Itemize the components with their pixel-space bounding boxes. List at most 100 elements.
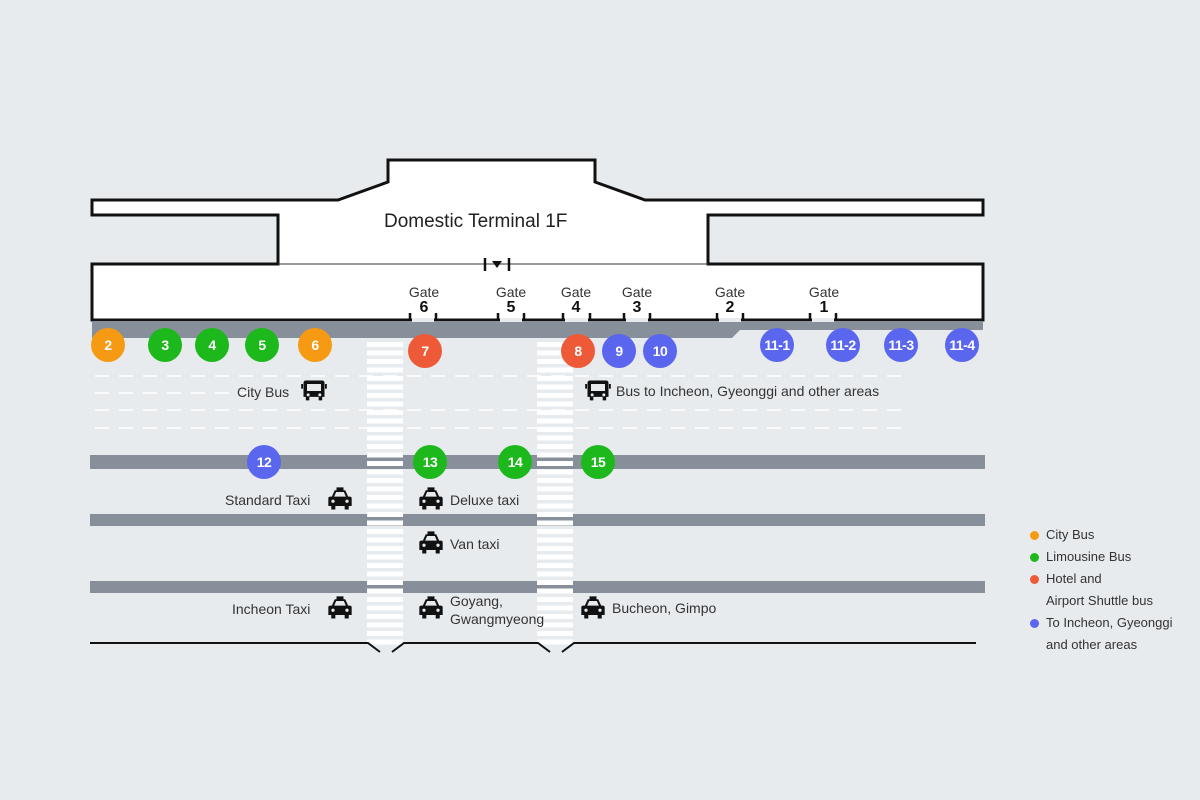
bus-stop-14: 14	[498, 445, 532, 479]
bus-stop-11-1: 11-1	[760, 328, 794, 362]
crosswalk-stripe	[537, 444, 573, 449]
crosswalk-stripe	[367, 461, 403, 466]
legend-item-shuttle-bus: Hotel and Airport Shuttle bus	[1030, 568, 1172, 612]
crosswalk-stripe	[537, 622, 573, 628]
bus-stop-11-4: 11-4	[945, 328, 979, 362]
bus-stop-8: 8	[561, 334, 595, 368]
crosswalk-stripe	[537, 452, 573, 458]
crosswalk-stripe	[367, 384, 403, 390]
taxi-icon	[328, 596, 352, 619]
bus-stop-10: 10	[643, 334, 677, 368]
crosswalk-stripe	[367, 554, 403, 560]
crosswalk-stripe	[367, 546, 403, 551]
crosswalk-stripe	[367, 444, 403, 449]
crosswalk-stripe	[537, 503, 573, 509]
terminal-building	[90, 158, 985, 322]
crosswalk-stripe	[537, 359, 573, 364]
crosswalk-stripe	[367, 597, 403, 602]
zone-label-deluxe-taxi: Deluxe taxi	[450, 492, 520, 508]
crosswalk-stripe	[367, 631, 403, 636]
crosswalk-stripe	[367, 452, 403, 458]
crosswalk-stripe	[537, 639, 573, 645]
crosswalk-stripe	[537, 376, 573, 381]
crosswalk-stripe	[367, 520, 403, 526]
legend: City Bus Limousine Bus Hotel and Airport…	[1030, 524, 1172, 656]
bus-stop-2: 2	[91, 328, 125, 362]
crosswalk-stripe	[537, 495, 573, 500]
crosswalk-stripe	[537, 563, 573, 568]
bus-stop-15: 15	[581, 445, 615, 479]
legend-dot-icon	[1030, 575, 1039, 584]
crosswalk-stripe	[367, 350, 403, 356]
legend-dot-icon	[1030, 553, 1039, 562]
crosswalk-stripe	[367, 605, 403, 611]
crosswalk-stripe	[367, 580, 403, 585]
crosswalk-stripe	[537, 546, 573, 551]
zone-label-regional-bus: Bus to Incheon, Gyeonggi and other areas	[616, 383, 880, 399]
crosswalk-stripe	[537, 631, 573, 636]
crosswalk-stripe	[367, 410, 403, 415]
legend-item-limousine-bus: Limousine Bus	[1030, 546, 1172, 568]
crosswalk-stripe	[367, 401, 403, 407]
crosswalk-stripe	[367, 571, 403, 577]
legend-dot-icon	[1030, 619, 1039, 628]
crosswalk-stripe	[537, 384, 573, 390]
bus-stop-11-3: 11-3	[884, 328, 918, 362]
zone-label-incheon-taxi: Incheon Taxi	[232, 601, 311, 617]
crosswalk-stripe	[537, 469, 573, 475]
crosswalk-stripe	[537, 512, 573, 517]
boundary-line	[90, 642, 976, 653]
crosswalk-stripe	[537, 597, 573, 602]
crosswalk-stripe	[537, 554, 573, 560]
crosswalk-stripe	[537, 520, 573, 526]
bus-stop-9: 9	[602, 334, 636, 368]
bus-stop-7: 7	[408, 334, 442, 368]
crosswalk-stripe	[367, 495, 403, 500]
terminal-title: Domestic Terminal 1F	[384, 211, 568, 232]
bus-icon	[585, 380, 611, 401]
crosswalk-stripe	[367, 537, 403, 543]
crosswalks	[367, 342, 573, 645]
lane-markings	[95, 375, 910, 429]
arrow-down-icon	[492, 261, 502, 268]
crosswalk-stripe	[537, 461, 573, 466]
crosswalk-stripe	[537, 410, 573, 415]
legend-item-city-bus: City Bus	[1030, 524, 1172, 546]
zone-label-goyang-taxi: Goyang, Gwangmyeong	[450, 593, 545, 627]
taxi-icon	[328, 487, 352, 510]
crosswalk-stripe	[367, 478, 403, 483]
crosswalk-stripe	[537, 605, 573, 611]
taxi-icon	[419, 531, 443, 554]
crosswalk-stripe	[367, 393, 403, 398]
crosswalk-stripe	[367, 622, 403, 628]
crosswalk-stripe	[537, 478, 573, 483]
crosswalk-stripe	[367, 639, 403, 645]
bus-stop-5: 5	[245, 328, 279, 362]
crosswalk-stripe	[367, 529, 403, 534]
bus-icon	[301, 380, 327, 401]
crosswalk-stripe	[537, 393, 573, 398]
legend-item-regional-bus: To Incheon, Gyeonggi and other areas	[1030, 612, 1172, 656]
crosswalk-stripe	[367, 367, 403, 373]
crosswalk-stripe	[367, 359, 403, 364]
bus-stop-12: 12	[247, 445, 281, 479]
crosswalk-stripe	[537, 571, 573, 577]
crosswalk-stripe	[537, 588, 573, 594]
crosswalk-stripe	[367, 342, 403, 347]
crosswalk-stripe	[537, 350, 573, 356]
crosswalk-stripe	[367, 376, 403, 381]
crosswalk-stripe	[537, 529, 573, 534]
crosswalk-stripe	[367, 512, 403, 517]
legend-dot-icon	[1030, 531, 1039, 540]
crosswalk-stripe	[537, 537, 573, 543]
zone-label-van-taxi: Van taxi	[450, 536, 500, 552]
crosswalk-stripe	[537, 367, 573, 373]
zone-label-city-bus: City Bus	[237, 384, 290, 400]
crosswalk-stripe	[367, 418, 403, 424]
